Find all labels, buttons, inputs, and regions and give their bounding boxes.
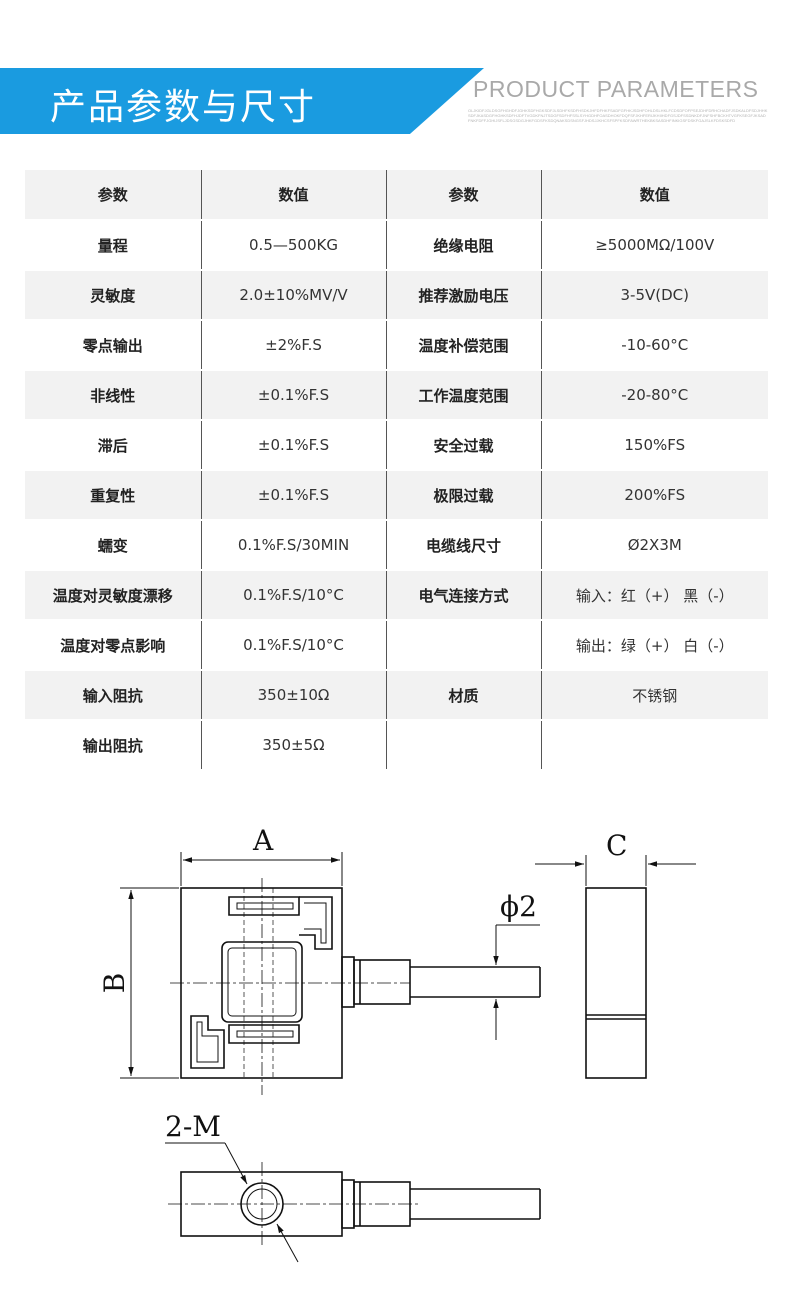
param-value-cell: 0.1%F.S/10°C xyxy=(201,570,387,621)
table-header-cell: 数值 xyxy=(201,170,387,221)
table-header-cell: 参数 xyxy=(25,170,202,221)
param-name-cell: 重复性 xyxy=(25,470,202,521)
param-name-cell: 材质 xyxy=(386,670,542,721)
param-name-cell: 温度对零点影响 xyxy=(25,620,202,671)
param-value-cell: 350±5Ω xyxy=(201,720,387,771)
param-value-cell: ±0.1%F.S xyxy=(201,420,387,471)
dimension-label-b: B xyxy=(98,973,131,994)
param-value-cell: ±0.1%F.S xyxy=(201,370,387,421)
dimension-drawing: A B C ϕ2 2-M xyxy=(0,800,790,1304)
param-value-cell: 200%FS xyxy=(541,470,768,521)
param-value-cell: ≥5000MΩ/100V xyxy=(541,220,768,271)
param-value-cell: Ø2X3M xyxy=(541,520,768,571)
table-header-cell: 数值 xyxy=(541,170,768,221)
dimension-drawing-svg: A B C ϕ2 2-M xyxy=(98,824,696,1263)
dimension-label-c: C xyxy=(606,829,627,862)
table-header-cell: 参数 xyxy=(386,170,542,221)
param-value-cell: 0.1%F.S/30MIN xyxy=(201,520,387,571)
param-value-cell: 150%FS xyxy=(541,420,768,471)
param-value-cell: -20-80°C xyxy=(541,370,768,421)
param-value-cell: 输出：绿（+） 白（-） xyxy=(541,620,768,671)
section-subtitle: PRODUCT PARAMETERS xyxy=(473,76,759,102)
dimension-label-diameter: ϕ2 xyxy=(500,890,537,923)
param-value-cell: ±0.1%F.S xyxy=(201,470,387,521)
param-value-cell: 0.1%F.S/10°C xyxy=(201,620,387,671)
param-name-cell: 量程 xyxy=(25,220,202,271)
param-name-cell: 温度补偿范围 xyxy=(386,320,542,371)
param-name-cell: 绝缘电阻 xyxy=(386,220,542,271)
param-name-cell: 蠕变 xyxy=(25,520,202,571)
param-name-cell xyxy=(386,620,542,671)
param-name-cell: 零点输出 xyxy=(25,320,202,371)
param-name-cell: 极限过载 xyxy=(386,470,542,521)
table-header-row: 参数数值参数数值 xyxy=(25,170,768,221)
param-name-cell: 工作温度范围 xyxy=(386,370,542,421)
param-value-cell: 不锈钢 xyxy=(541,670,768,721)
param-name-cell: 输出阻抗 xyxy=(25,720,202,771)
param-value-cell: 输入：红（+） 黑（-） xyxy=(541,570,768,621)
param-value-cell: ±2%F.S xyxy=(201,320,387,371)
param-name-cell: 电气连接方式 xyxy=(386,570,542,621)
param-name-cell: 灵敏度 xyxy=(25,270,202,321)
param-value-cell: 2.0±10%MV/V xyxy=(201,270,387,321)
dimension-label-a: A xyxy=(252,824,274,857)
sensor-side-view xyxy=(585,887,647,1079)
header-decorative-text: OLJKIDFJGLDSGFHGHDFJGHKSDFHGKSDFJLSDHFKS… xyxy=(468,108,768,123)
param-name-cell: 电缆线尺寸 xyxy=(386,520,542,571)
param-name-cell: 温度对灵敏度漂移 xyxy=(25,570,202,621)
dimension-label-thread: 2-M xyxy=(165,1110,221,1143)
param-name-cell: 输入阻抗 xyxy=(25,670,202,721)
section-header: 产品参数与尺寸 PRODUCT PARAMETERS OLJKIDFJGLDSG… xyxy=(0,68,790,134)
param-name-cell: 滞后 xyxy=(25,420,202,471)
header-banner xyxy=(0,68,484,134)
param-name-cell: 非线性 xyxy=(25,370,202,421)
param-value-cell xyxy=(541,720,768,771)
param-name-cell: 安全过载 xyxy=(386,420,542,471)
section-title: 产品参数与尺寸 xyxy=(50,87,317,128)
param-value-cell: -10-60°C xyxy=(541,320,768,371)
param-value-cell: 0.5—500KG xyxy=(201,220,387,271)
param-value-cell: 350±10Ω xyxy=(201,670,387,721)
param-name-cell: 推荐激励电压 xyxy=(386,270,542,321)
param-value-cell: 3-5V(DC) xyxy=(541,270,768,321)
param-name-cell xyxy=(386,720,542,771)
